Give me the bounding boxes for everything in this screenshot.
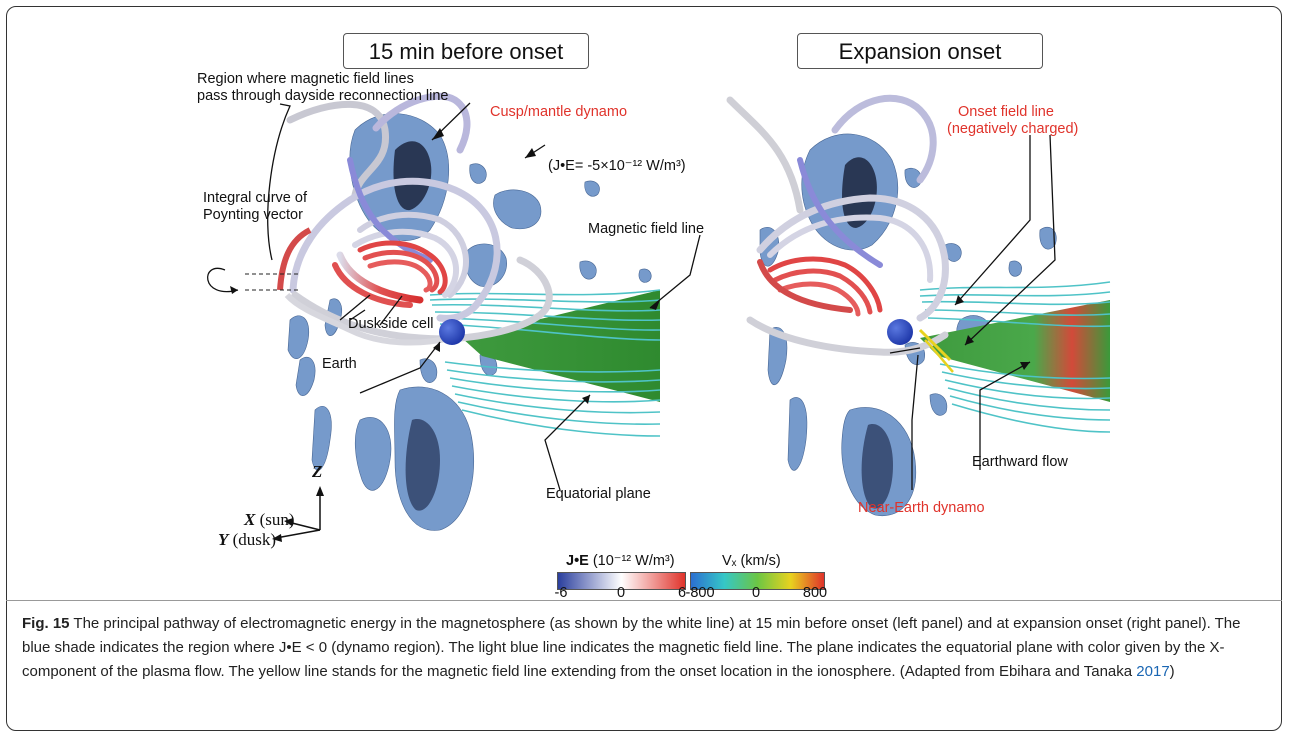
- region-label-line1: Region where magnetic field lines: [197, 71, 414, 87]
- y-axis-label: Y (dusk): [218, 530, 277, 549]
- je-colorbar-title: J•E (10⁻¹² W/m³): [566, 553, 675, 569]
- region-label-line2: pass through dayside reconnection line: [197, 88, 449, 104]
- earth-sphere-right: [887, 319, 913, 345]
- near-earth-dynamo-label: Near-Earth dynamo: [858, 500, 985, 516]
- je-tick-min: -6: [554, 585, 568, 601]
- earth-label: Earth: [322, 356, 357, 372]
- je-tick-mid: 0: [616, 585, 626, 601]
- equatorial-plane-label: Equatorial plane: [546, 486, 651, 502]
- integral-curve-label-line2: Poynting vector: [203, 207, 303, 223]
- duskside-cell-label: Duskside cell: [348, 316, 434, 332]
- cusp-dynamo-label: Cusp/mantle dynamo: [490, 104, 628, 120]
- left-panel-art: [206, 92, 701, 542]
- vx-colorbar-title: Vₓ (km/s): [722, 553, 781, 569]
- je-tick-max: 6: [677, 585, 687, 601]
- caption-text: The principal pathway of electromagnetic…: [22, 615, 1241, 680]
- je-value-label: (J•E= -5×10⁻¹² W/m³): [548, 158, 686, 174]
- vx-tick-max: 800: [802, 585, 828, 601]
- right-panel-title: Expansion onset: [797, 33, 1043, 69]
- earth-sphere-left: [439, 319, 465, 345]
- magnetic-field-line-label: Magnetic field line: [588, 221, 705, 237]
- citation-link[interactable]: 2017: [1136, 663, 1170, 680]
- vx-tick-mid: 0: [751, 585, 761, 601]
- je-colorbar: [557, 572, 686, 590]
- vx-tick-min: -800: [685, 585, 715, 601]
- x-axis-label: X (sun): [244, 510, 295, 529]
- figure-caption: Fig. 15 The principal pathway of electro…: [22, 612, 1272, 684]
- figure-frame: [6, 6, 1282, 731]
- onset-field-line-label-line1: Onset field line: [958, 104, 1054, 120]
- caption-end: ): [1169, 663, 1175, 680]
- figure-label: Fig. 15: [22, 615, 70, 632]
- right-panel-art: [726, 94, 1111, 517]
- onset-field-line-label-line2: (negatively charged): [947, 121, 1079, 137]
- caption-separator: [6, 600, 1282, 601]
- vx-colorbar: [690, 572, 825, 590]
- earthward-flow-label: Earthward flow: [972, 454, 1068, 470]
- magnetosphere-illustration: [206, 92, 1111, 542]
- left-panel-title: 15 min before onset: [343, 33, 589, 69]
- integral-curve-label-line1: Integral curve of: [203, 190, 307, 206]
- z-axis-label: Z: [312, 462, 323, 481]
